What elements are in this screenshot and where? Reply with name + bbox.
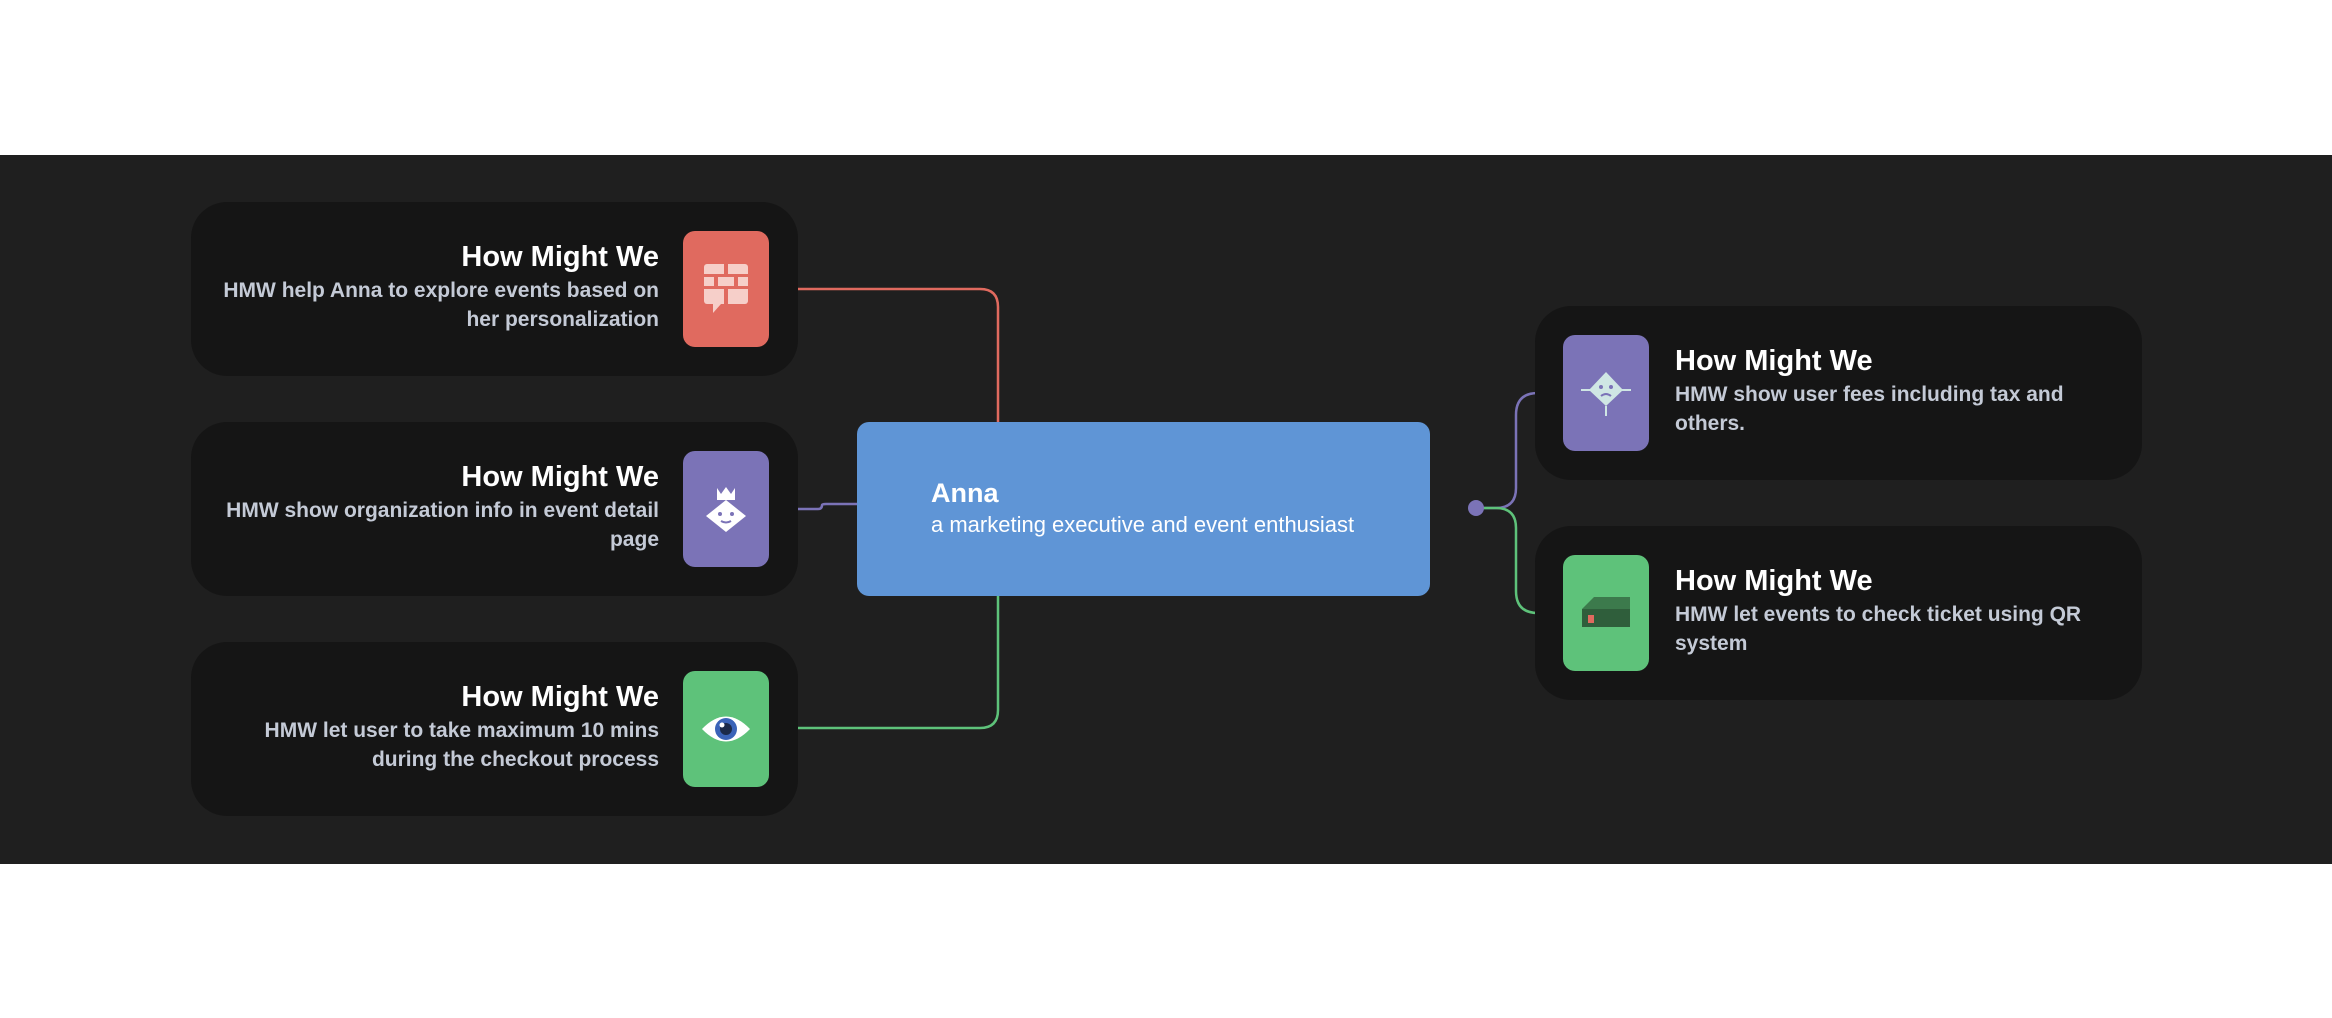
hmw-card-title: How Might We xyxy=(461,461,659,493)
connector-purple-left xyxy=(775,502,871,511)
connector-red xyxy=(775,287,1000,456)
diamond-face-icon xyxy=(1563,335,1649,451)
diagram-canvas: How Might We HMW help Anna to explore ev… xyxy=(0,155,2332,864)
crowned-face-icon xyxy=(683,451,769,567)
hmw-card-description: HMW show user fees including tax and oth… xyxy=(1675,383,2064,435)
hmw-card-description: HMW show organization info in event deta… xyxy=(226,499,659,551)
hmw-card-title: How Might We xyxy=(1675,345,1873,377)
persona-card[interactable]: Anna a marketing executive and event ent… xyxy=(857,422,1430,596)
hmw-card-3[interactable]: How Might We HMW let user to take maximu… xyxy=(191,642,798,816)
hmw-card-description: HMW help Anna to explore events based on… xyxy=(223,279,659,331)
persona-name: Anna xyxy=(931,478,999,508)
chat-bubble-brick-icon xyxy=(683,231,769,347)
eye-icon xyxy=(683,671,769,787)
persona-role: a marketing executive and event enthusia… xyxy=(931,512,1355,537)
house-icon xyxy=(1563,555,1649,671)
hmw-card-5[interactable]: How Might We HMW let events to check tic… xyxy=(1535,526,2142,700)
hmw-card-1[interactable]: How Might We HMW help Anna to explore ev… xyxy=(191,202,798,376)
hmw-card-description: HMW let events to check ticket using QR … xyxy=(1675,603,2082,655)
hmw-card-title: How Might We xyxy=(461,241,659,273)
connector-green-right xyxy=(1476,506,1562,615)
hmw-card-title: How Might We xyxy=(1675,565,1873,597)
hmw-card-2[interactable]: How Might We HMW show organization info … xyxy=(191,422,798,596)
hmw-card-description: HMW let user to take maximum 10 mins dur… xyxy=(264,719,659,771)
connector-right-dot xyxy=(1468,500,1484,516)
hmw-card-title: How Might We xyxy=(461,681,659,713)
hmw-card-4[interactable]: How Might We HMW show user fees includin… xyxy=(1535,306,2142,480)
connector-green xyxy=(775,564,1000,730)
connector-purple-right xyxy=(1476,391,1562,510)
